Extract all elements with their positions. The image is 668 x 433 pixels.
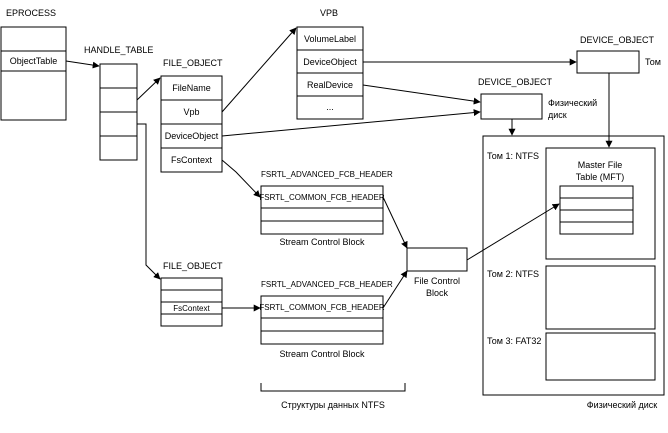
scb-2-box bbox=[260, 295, 384, 345]
arrow-handletable-to-fileobject2 bbox=[137, 123, 161, 280]
device-object-mid-box bbox=[480, 93, 543, 120]
file-object-2-box bbox=[160, 277, 223, 327]
file-object-1-vpb: Vpb bbox=[183, 107, 199, 117]
file-object-1-title: FILE_OBJECT bbox=[163, 58, 223, 68]
disk-vol3-label: Том 3: FAT32 bbox=[487, 336, 541, 346]
scb-2-label: Stream Control Block bbox=[279, 349, 365, 359]
arrow-scb2-to-fcb bbox=[382, 270, 408, 309]
disk-vol2-label: Том 2: NTFS bbox=[487, 269, 539, 279]
vpb-device-object: DeviceObject bbox=[303, 57, 357, 67]
arrow-fileobject-deviceobject-to-deviceobject-mid bbox=[221, 109, 481, 137]
mft-label-1: Master File bbox=[578, 160, 623, 170]
file-object-1-device-object: DeviceObject bbox=[165, 131, 219, 141]
fcb-box bbox=[406, 247, 468, 272]
device-object-top-box bbox=[576, 50, 640, 74]
vpb-box bbox=[296, 26, 364, 120]
arrow-fcb-to-mft bbox=[466, 203, 560, 261]
mft-table bbox=[559, 185, 634, 235]
device-object-top-title: DEVICE_OBJECT bbox=[580, 35, 655, 45]
ntfs-structures-label: Структуры данных NTFS bbox=[281, 400, 385, 410]
fcb-label-1: File Control bbox=[414, 276, 460, 286]
connectors bbox=[65, 27, 613, 312]
file-object-1-box bbox=[160, 75, 223, 173]
scb-2-common-header: FSRTL_COMMON_FCB_HEADER bbox=[259, 303, 384, 312]
scb-1-common-header: FSRTL_COMMON_FCB_HEADER bbox=[259, 193, 384, 202]
scb-1-advanced-header: FSRTL_ADVANCED_FCB_HEADER bbox=[261, 170, 393, 179]
file-object-2-title: FILE_OBJECT bbox=[163, 261, 223, 271]
disk-vol3-box bbox=[545, 332, 656, 381]
device-object-mid-title: DEVICE_OBJECT bbox=[478, 77, 553, 87]
arrow-handletable-to-fileobject1 bbox=[136, 77, 161, 101]
arrow-fscontext-to-scb1 bbox=[221, 159, 261, 198]
ntfs-structures-brace bbox=[260, 383, 406, 392]
vpb-real-device: RealDevice bbox=[307, 80, 353, 90]
eprocess-object-table: ObjectTable bbox=[10, 56, 58, 66]
mft-label-2: Table (MFT) bbox=[576, 172, 625, 182]
arrow-scb1-to-fcb bbox=[382, 196, 408, 249]
vpb-ellipsis: ... bbox=[326, 102, 334, 112]
arrow-objecttable-to-handletable bbox=[65, 60, 100, 69]
scb-1-box bbox=[260, 185, 384, 235]
file-object-2-fs-context: FsContext bbox=[173, 304, 210, 313]
handle-table-title: HANDLE_TABLE bbox=[84, 45, 153, 55]
vpb-volume-label: VolumeLabel bbox=[304, 34, 356, 44]
device-object-top-tom: Том bbox=[645, 57, 661, 67]
eprocess-box bbox=[0, 26, 67, 121]
device-object-mid-label-1: Физический bbox=[548, 98, 597, 108]
file-object-1-filename: FileName bbox=[172, 83, 211, 93]
arrow-vpb-to-vpbbox bbox=[221, 27, 297, 113]
arrow-vpb-realdevice-to-deviceobject-mid bbox=[362, 84, 481, 105]
scb-2-advanced-header: FSRTL_ADVANCED_FCB_HEADER bbox=[261, 280, 393, 289]
handle-table-box bbox=[99, 63, 138, 161]
eprocess-title: EPROCESS bbox=[6, 8, 56, 18]
disk-vol1-label: Том 1: NTFS bbox=[487, 151, 539, 161]
device-object-mid-label-2: диск bbox=[548, 110, 567, 120]
fcb-label-2: Block bbox=[426, 288, 449, 298]
scb-1-label: Stream Control Block bbox=[279, 237, 365, 247]
disk-vol2-box bbox=[545, 265, 656, 330]
vpb-title: VPB bbox=[320, 8, 338, 18]
physical-disk-label: Физический диск bbox=[587, 400, 657, 410]
file-object-1-fs-context: FsContext bbox=[171, 155, 213, 165]
